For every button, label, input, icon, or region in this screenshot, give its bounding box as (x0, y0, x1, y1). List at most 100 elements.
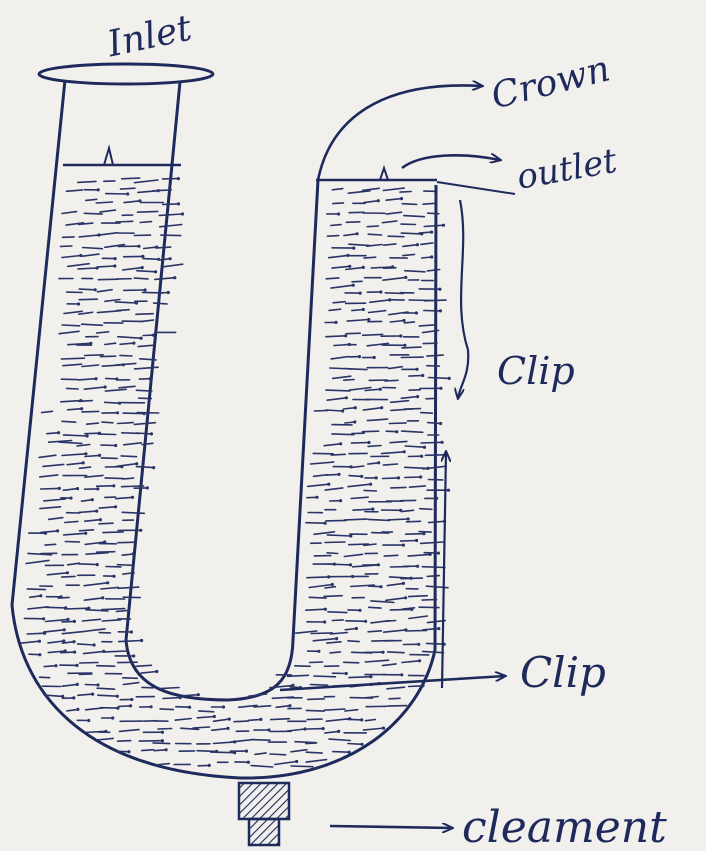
water-dash (405, 477, 421, 478)
water-dot (87, 719, 90, 722)
water-dash (400, 192, 411, 193)
water-dash (62, 325, 80, 326)
water-dot (421, 684, 424, 687)
water-dot (152, 466, 155, 469)
water-dot (73, 620, 76, 623)
water-dash (383, 478, 399, 479)
water-dot (399, 334, 402, 337)
water-dot (447, 489, 450, 492)
water-dash (371, 601, 394, 603)
water-dash (325, 488, 343, 490)
water-dash (105, 389, 126, 391)
water-dash (49, 518, 63, 520)
water-dash (348, 191, 370, 193)
water-dash (84, 387, 105, 389)
water-dot (97, 188, 100, 191)
water-dot (161, 731, 164, 734)
water-dot (360, 475, 363, 478)
outlet-label: outlet (514, 141, 620, 198)
water-dot (91, 498, 94, 501)
water-dash (389, 698, 400, 699)
water-dash (306, 609, 326, 610)
water-dash (105, 402, 120, 403)
water-dash (386, 212, 401, 214)
water-dash (313, 639, 336, 641)
water-dash (159, 214, 182, 215)
water-dot (76, 683, 79, 686)
water-dot (84, 532, 87, 535)
water-dash (79, 467, 90, 468)
crown-arc (318, 85, 482, 180)
water-dash (363, 408, 381, 410)
water-dash (176, 707, 190, 708)
water-dash (47, 433, 59, 434)
water-dot (317, 650, 320, 653)
water-dash (85, 475, 103, 477)
water-dash (85, 455, 100, 456)
water-dot (441, 441, 444, 444)
water-dash (97, 688, 114, 689)
water-dash (401, 578, 422, 579)
water-dash (401, 510, 413, 511)
water-dash (136, 433, 151, 434)
water-dot (395, 430, 398, 433)
water-dot (132, 571, 135, 574)
water-dash (85, 355, 103, 356)
water-dot (439, 422, 442, 425)
water-dash (84, 213, 102, 214)
water-dot (352, 284, 355, 287)
water-dash (327, 553, 338, 554)
water-dash (156, 247, 171, 248)
water-dot (63, 628, 66, 631)
water-dash (134, 423, 155, 425)
water-dot (39, 594, 42, 597)
water-dash (102, 620, 120, 621)
water-dash (162, 264, 182, 267)
water-dash (331, 454, 345, 455)
water-dot (397, 476, 400, 479)
water-dash (328, 612, 347, 613)
water-dot (335, 637, 338, 640)
water-dot (213, 715, 216, 718)
water-dash (344, 234, 357, 236)
water-dash (427, 270, 439, 271)
water-dot (58, 487, 61, 490)
water-dot (132, 342, 135, 345)
cleanout-label: cleament (462, 802, 667, 851)
water-dash (326, 520, 346, 521)
water-dash (421, 542, 444, 543)
water-dot (359, 292, 362, 295)
water-dash (155, 764, 169, 765)
cleanout-arrow (330, 826, 452, 828)
water-dash (116, 221, 133, 222)
water-dash (427, 355, 443, 356)
water-dash (117, 565, 132, 566)
water-dash (347, 320, 369, 322)
water-dash (346, 333, 360, 334)
water-dash (44, 630, 64, 632)
water-dot (407, 517, 410, 520)
water-dash (119, 706, 131, 707)
water-dot (379, 290, 382, 293)
water-dot (139, 529, 142, 532)
water-dot (177, 177, 180, 180)
water-dash (122, 178, 140, 179)
water-dash (308, 699, 325, 700)
water-dot (404, 276, 407, 279)
water-dash (59, 442, 82, 443)
water-dash (329, 739, 350, 740)
water-dot (367, 441, 370, 444)
water-dash (331, 285, 353, 288)
water-dash (254, 706, 271, 707)
water-dot (337, 730, 340, 733)
water-dash (62, 421, 76, 422)
water-dot (362, 308, 365, 311)
water-dot (323, 620, 326, 623)
water-dot (169, 257, 172, 260)
water-dash (48, 641, 64, 643)
water-dot (419, 475, 422, 478)
water-dot (322, 727, 325, 730)
water-dash (86, 199, 97, 200)
water-dash (121, 456, 136, 457)
water-dash (134, 278, 148, 279)
